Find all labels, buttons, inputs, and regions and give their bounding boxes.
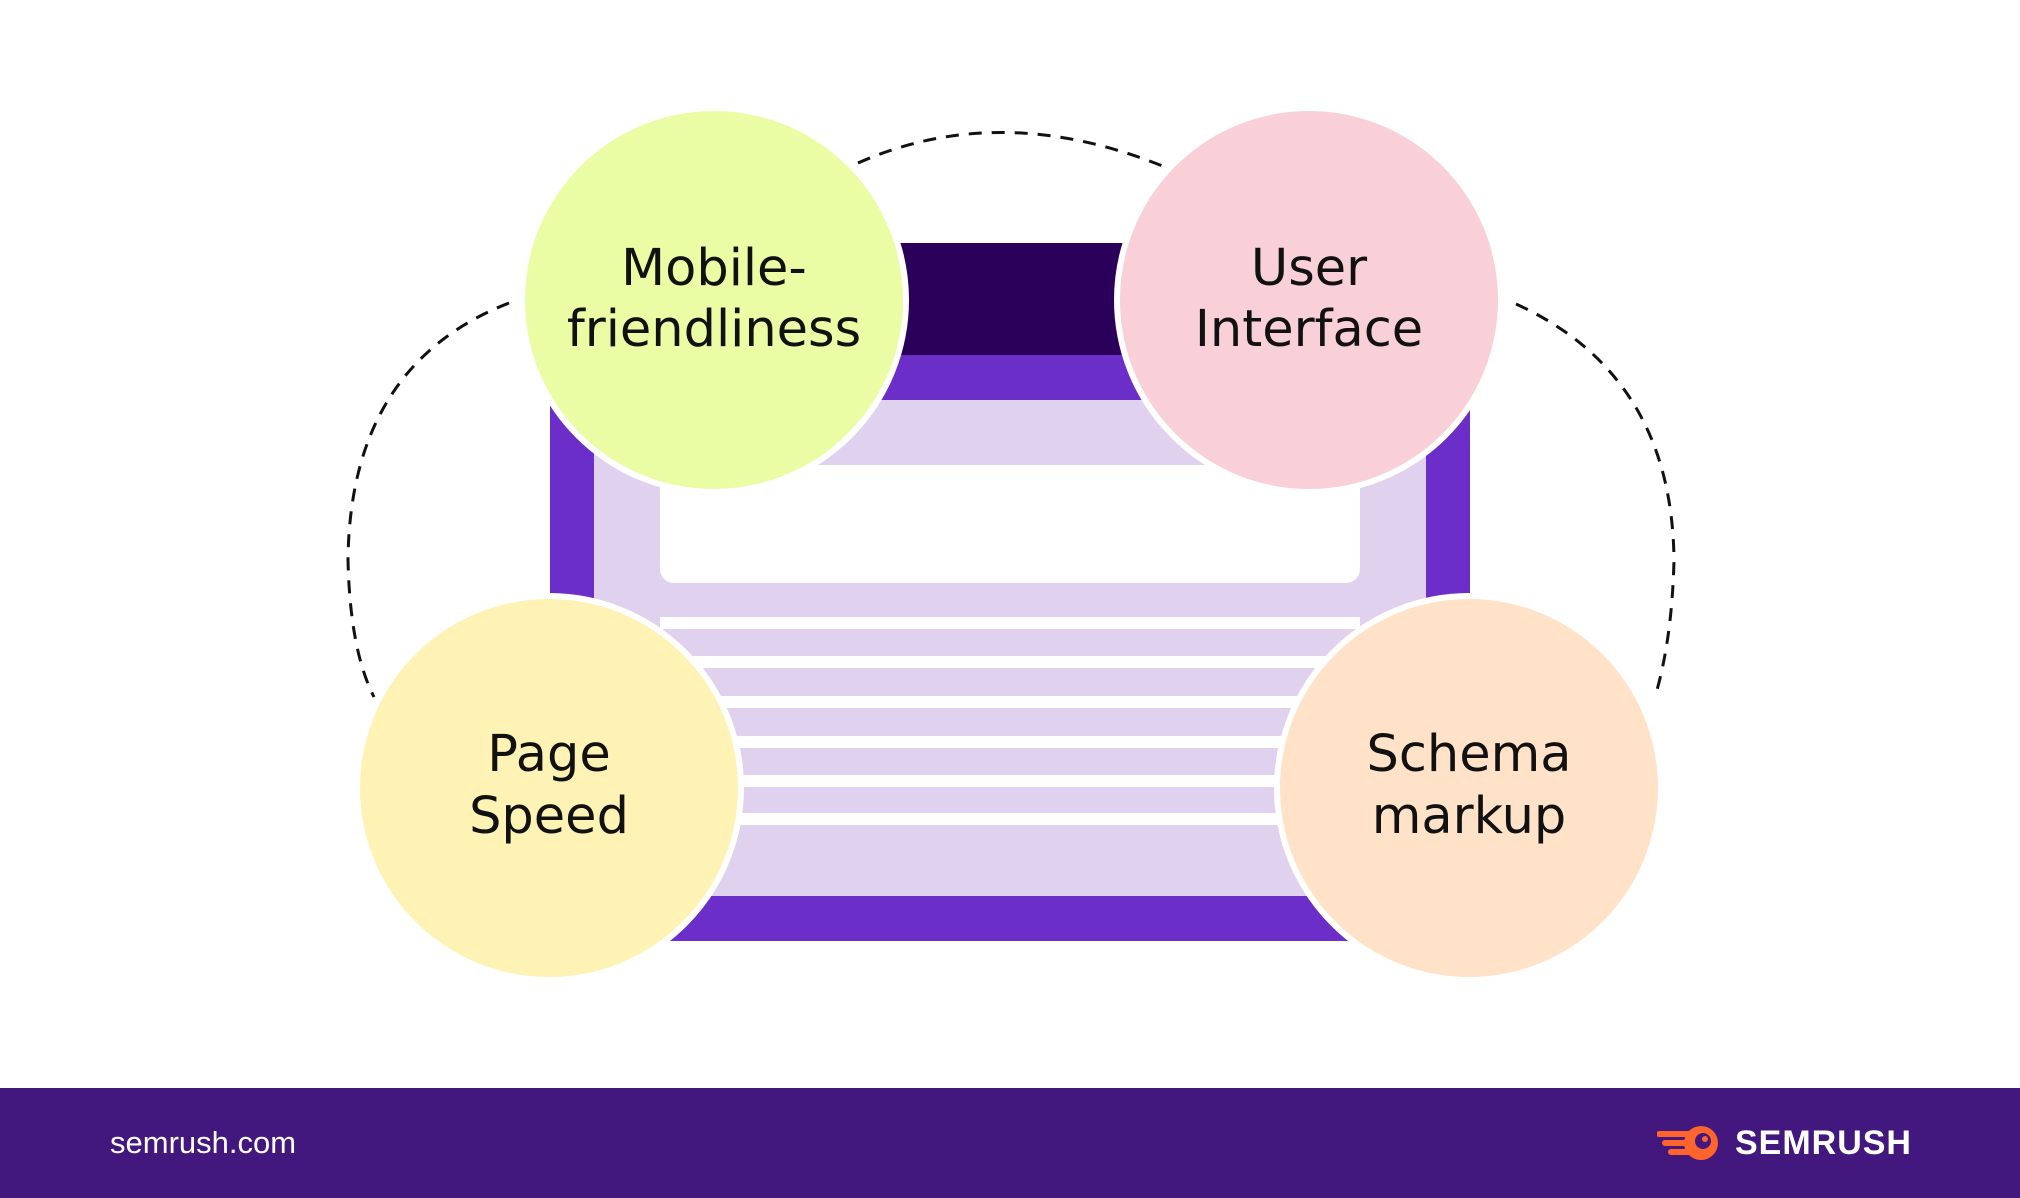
circle-label-line1: Page — [487, 725, 610, 784]
website-factors-diagram: Mobile- friendliness User Interface Page… — [346, 105, 1676, 983]
circle-user-interface: User Interface — [1114, 105, 1504, 495]
circle-label-line2: Interface — [1195, 300, 1423, 359]
content-lines — [660, 617, 1360, 825]
brand-logo: SEMRUSH — [1656, 1088, 1912, 1198]
circle-label-line1: User — [1251, 239, 1367, 298]
circle-label-line2: friendliness — [567, 300, 861, 359]
circle-label-line1: Schema — [1366, 725, 1571, 784]
site-url: semrush.com — [110, 1125, 297, 1160]
circle-label-line2: Speed — [469, 787, 629, 846]
brand-wordmark: SEMRUSH — [1734, 1123, 1912, 1162]
browser-top-bar — [880, 243, 1140, 355]
hero-content-box — [660, 465, 1360, 583]
circle-bg — [1114, 105, 1504, 495]
circle-page-speed: Page Speed — [354, 593, 744, 983]
circle-bg — [354, 593, 744, 983]
circle-bg — [519, 105, 909, 495]
circle-mobile-friendliness: Mobile- friendliness — [519, 105, 909, 495]
dashed-orbit — [346, 130, 1676, 698]
circle-label-line1: Mobile- — [621, 239, 807, 298]
circle-label-line2: markup — [1372, 787, 1567, 846]
circle-schema-markup: Schema markup — [1274, 593, 1664, 983]
semrush-fire-logo-icon — [1656, 1126, 1718, 1160]
footer-bar: semrush.com SEMRUSH — [0, 1088, 2020, 1198]
circle-bg — [1274, 593, 1664, 983]
